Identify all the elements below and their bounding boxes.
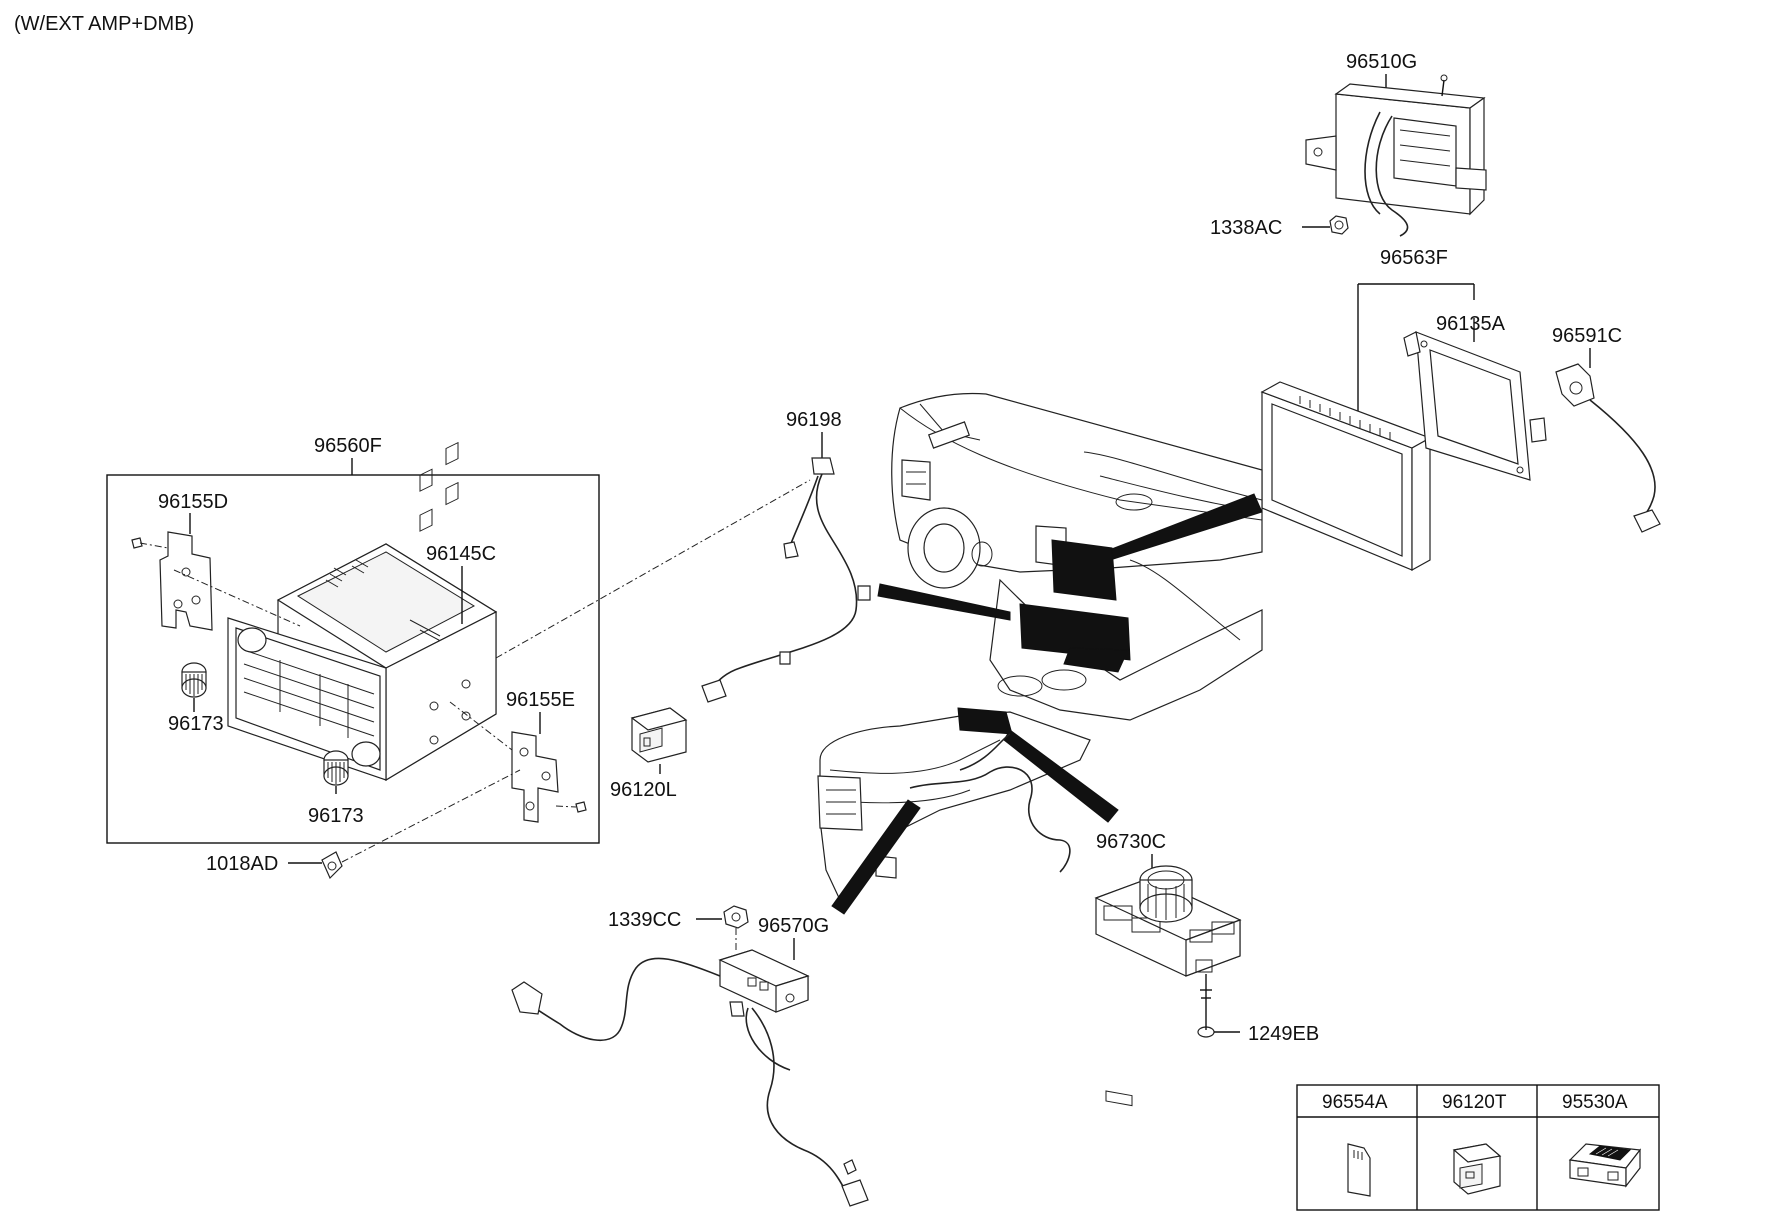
label-96145C: 96145C [426, 543, 496, 565]
part-96570G-module: 96570G [511, 915, 869, 1207]
label-1018AD: 1018AD [206, 853, 278, 875]
label-1338AC: 1338AC [1210, 217, 1282, 239]
knob-96173-left [181, 662, 207, 712]
label-1339CC: 1339CC [608, 909, 681, 931]
part-96510G-module-drawing: 96510G [1305, 51, 1487, 237]
label-96120L: 96120L [610, 779, 677, 801]
knob-96173-right [323, 750, 349, 794]
label-96173-left: 96173 [168, 713, 224, 735]
label-96198: 96198 [786, 409, 842, 431]
legend-table: 96554A 96120T 95530A [1296, 1084, 1660, 1211]
label-96173-right: 96173 [308, 805, 364, 827]
label-96155E: 96155E [506, 689, 575, 711]
part-1249EB-screw: 1249EB [1197, 974, 1319, 1045]
part-1339CC-nut: 1339CC [608, 905, 749, 952]
part-96560F-head-unit: 96560F 96155D [106, 435, 811, 844]
part-96591C-camera-connector: 96591C [1552, 325, 1661, 533]
legend-header-96120T: 96120T [1442, 1092, 1507, 1113]
part-1338AC-nut: 1338AC [1210, 215, 1349, 239]
label-96155D: 96155D [158, 491, 228, 513]
label-1249EB: 1249EB [1248, 1023, 1319, 1045]
part-96120L-jack: 96120L [610, 707, 688, 801]
callout-wedges [831, 493, 1263, 915]
label-96135A: 96135A [1436, 313, 1506, 335]
label-96570G: 96570G [758, 915, 829, 937]
legend-icon-usb-jack [1452, 1143, 1502, 1195]
legend-header-95530A: 95530A [1562, 1092, 1628, 1113]
console-wire-harness [909, 766, 1071, 873]
label-96591C: 96591C [1552, 325, 1622, 347]
part-96563F-display-assembly: 96563F 96135A [1260, 247, 1547, 572]
label-96563F: 96563F [1380, 247, 1448, 269]
legend-header-96554A: 96554A [1322, 1092, 1388, 1113]
part-96730C-controller: 96730C [1094, 831, 1242, 1107]
label-96560F: 96560F [314, 435, 382, 457]
part-96198-cable: 96198 [701, 409, 871, 703]
legend-icon-sd-card [1347, 1143, 1371, 1197]
label-96730C: 96730C [1096, 831, 1166, 853]
legend-icon-switch [1568, 1143, 1642, 1188]
variant-note: (W/EXT AMP+DMB) [14, 13, 194, 35]
label-96510G: 96510G [1346, 51, 1417, 73]
part-1018AD-screw: 1018AD [206, 769, 521, 880]
